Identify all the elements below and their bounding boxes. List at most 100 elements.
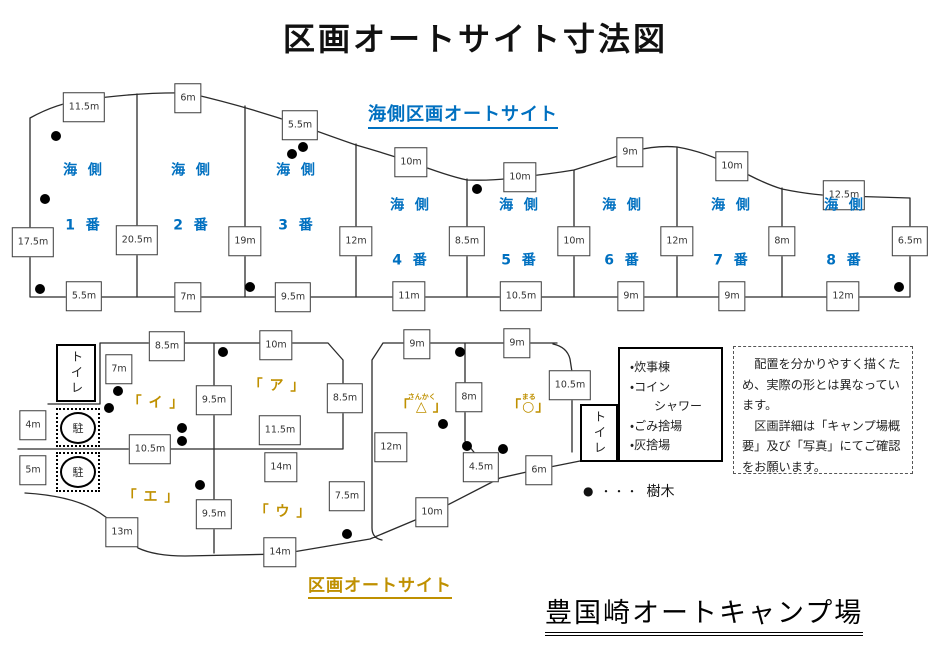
site-label-line: 海 側 bbox=[276, 162, 318, 179]
lower-outline bbox=[17, 342, 581, 557]
dim-label: 6m bbox=[525, 455, 553, 485]
site-label-maru: 「○まる」 bbox=[484, 378, 551, 432]
tree-dot bbox=[177, 423, 187, 433]
site-label-sankaku: 「△さんかく」 bbox=[372, 378, 448, 432]
parking-ellipse: 駐 bbox=[60, 411, 96, 444]
tree-dot bbox=[287, 149, 297, 159]
site-label-line: 2 番 bbox=[173, 217, 211, 234]
site-label-line: 海 側 bbox=[602, 197, 644, 214]
dim-label: 6.5m bbox=[891, 226, 929, 256]
site-label-line: 海 側 bbox=[171, 162, 213, 179]
tree-dot bbox=[472, 184, 482, 194]
site-label-line: 5 番 bbox=[501, 252, 539, 269]
facility-line: ・灰捨場 bbox=[630, 438, 671, 452]
tree-legend: ● ・・・ 樹木 bbox=[583, 481, 674, 501]
dim-label: 10m bbox=[715, 151, 749, 181]
site-label-line: 3 番 bbox=[278, 217, 316, 234]
dim-label: 10m bbox=[259, 330, 293, 360]
dim-label: 5.5m bbox=[281, 110, 319, 140]
parking-box-1: 駐 bbox=[56, 408, 100, 447]
dim-label: 8.5m bbox=[148, 331, 186, 361]
site-label-u: 「 ウ 」 bbox=[254, 504, 312, 520]
site-char-triangle: △さんかく bbox=[407, 393, 436, 415]
site-label-umigawa-2: 海 側 2 番 bbox=[171, 125, 213, 271]
site-label-umigawa-4: 海 側 4 番 bbox=[390, 160, 432, 306]
campsite-name: 豊国崎オートキャンプ場 bbox=[545, 591, 864, 636]
site-label-umigawa-1: 海 側 1 番 bbox=[63, 125, 105, 271]
dim-label: 10m bbox=[557, 226, 591, 256]
bracket: 」 bbox=[535, 399, 551, 415]
dim-label: 9m bbox=[403, 329, 431, 359]
facility-line: ・コイン bbox=[630, 379, 671, 394]
note-paragraph-1: 配置を分かりやすく描くため、実際の形とは異なっています。 bbox=[742, 357, 901, 412]
tree-dot bbox=[51, 131, 61, 141]
site-label-umigawa-3: 海 側 3 番 bbox=[276, 125, 318, 271]
tree-dot bbox=[35, 284, 45, 294]
dim-label: 8.5m bbox=[326, 383, 364, 413]
site-label-line: 海 側 bbox=[390, 197, 432, 214]
dim-label: 19m bbox=[228, 226, 262, 256]
site-char: ○ bbox=[521, 399, 536, 415]
tree-dot bbox=[218, 347, 228, 357]
dim-label: 14m bbox=[263, 537, 297, 567]
facilities-box: ・炊事棟 ・コイン シャワー ・ごみ捨場 ・灰捨場 bbox=[618, 347, 723, 462]
parking-ellipse: 駐 bbox=[60, 456, 96, 488]
dim-label: 6m bbox=[174, 83, 202, 113]
tree-dot bbox=[195, 480, 205, 490]
toilet-box-right: トイレ bbox=[580, 404, 618, 462]
dim-label: 7m bbox=[174, 282, 202, 312]
page-title: 区画オートサイト寸法図 bbox=[282, 20, 668, 58]
dim-label: 8m bbox=[768, 226, 796, 256]
tree-dot bbox=[104, 403, 114, 413]
dim-label: 11.5m bbox=[62, 92, 106, 122]
site-label-a: 「 ア 」 bbox=[248, 378, 306, 394]
dim-label: 12m bbox=[339, 226, 373, 256]
dim-label: 11.5m bbox=[258, 415, 302, 445]
bracket: 」 bbox=[432, 399, 448, 415]
tree-dot bbox=[177, 436, 187, 446]
dim-label: 20.5m bbox=[115, 225, 159, 255]
site-label-e: 「 エ 」 bbox=[122, 489, 180, 505]
tree-dot bbox=[438, 419, 448, 429]
site-label-umigawa-5: 海 側 5 番 bbox=[499, 160, 541, 306]
bracket: 「 bbox=[395, 399, 411, 415]
site-label-umigawa-7: 海 側 7 番 bbox=[711, 160, 753, 306]
facility-line: シャワー bbox=[630, 399, 703, 413]
dim-label: 12m bbox=[826, 281, 860, 311]
kukaku-section-heading: 区画オートサイト bbox=[308, 571, 452, 599]
dim-label: 13m bbox=[105, 517, 139, 547]
dim-label: 11m bbox=[392, 281, 426, 311]
furigana: さんかく bbox=[407, 393, 436, 401]
facility-line: ・炊事棟 bbox=[630, 360, 671, 374]
note-paragraph-2: 区画詳細は「キャンプ場概要」及び「写真」にてご確認をお願います。 bbox=[742, 418, 901, 474]
tree-dot bbox=[455, 347, 465, 357]
parking-box-2: 駐 bbox=[56, 452, 100, 492]
dim-label: 12m bbox=[660, 226, 694, 256]
site-label-line: 海 側 bbox=[711, 197, 753, 214]
dim-label: 12.5m bbox=[822, 180, 866, 210]
site-label-line: 海 側 bbox=[63, 162, 105, 179]
dim-label: 9m bbox=[503, 328, 531, 358]
dim-label: 9.5m bbox=[195, 499, 233, 529]
tree-dot bbox=[298, 142, 308, 152]
site-char: △ bbox=[407, 399, 436, 415]
site-label-line: 1 番 bbox=[65, 217, 103, 234]
dim-label: 10m bbox=[415, 497, 449, 527]
bracket: 「 bbox=[507, 399, 523, 415]
tree-dot bbox=[498, 444, 508, 454]
site-char-circle: ○まる bbox=[521, 393, 536, 415]
dim-label: 5.5m bbox=[65, 281, 103, 311]
dim-label: 17.5m bbox=[11, 227, 55, 257]
dim-label: 9m bbox=[617, 281, 645, 311]
site-label-line: 6 番 bbox=[604, 252, 642, 269]
dim-label: 4.5m bbox=[462, 452, 500, 482]
toilet-box-left: トイレ bbox=[56, 344, 96, 402]
dim-label: 5m bbox=[19, 455, 47, 485]
dim-label: 10.5m bbox=[128, 434, 172, 464]
tree-dots-lower bbox=[104, 347, 508, 539]
dim-label: 10.5m bbox=[499, 281, 543, 311]
tree-dot bbox=[894, 282, 904, 292]
tree-legend-dots: ・・・ bbox=[600, 485, 640, 498]
